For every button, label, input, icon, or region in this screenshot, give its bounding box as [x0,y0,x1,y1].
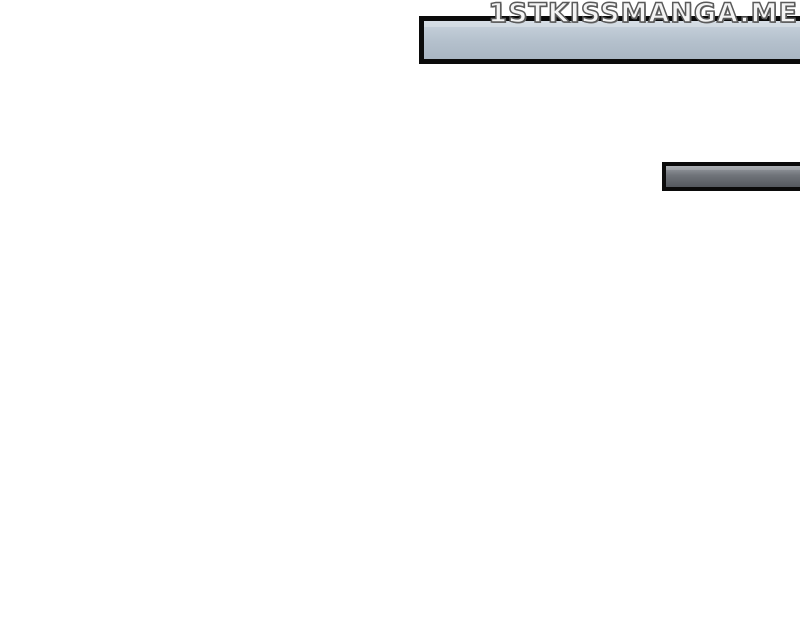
middle-panel-strip [662,162,800,191]
top-panel-strip [419,16,800,64]
site-watermark: 1STKISSMANGA.ME [487,0,798,30]
